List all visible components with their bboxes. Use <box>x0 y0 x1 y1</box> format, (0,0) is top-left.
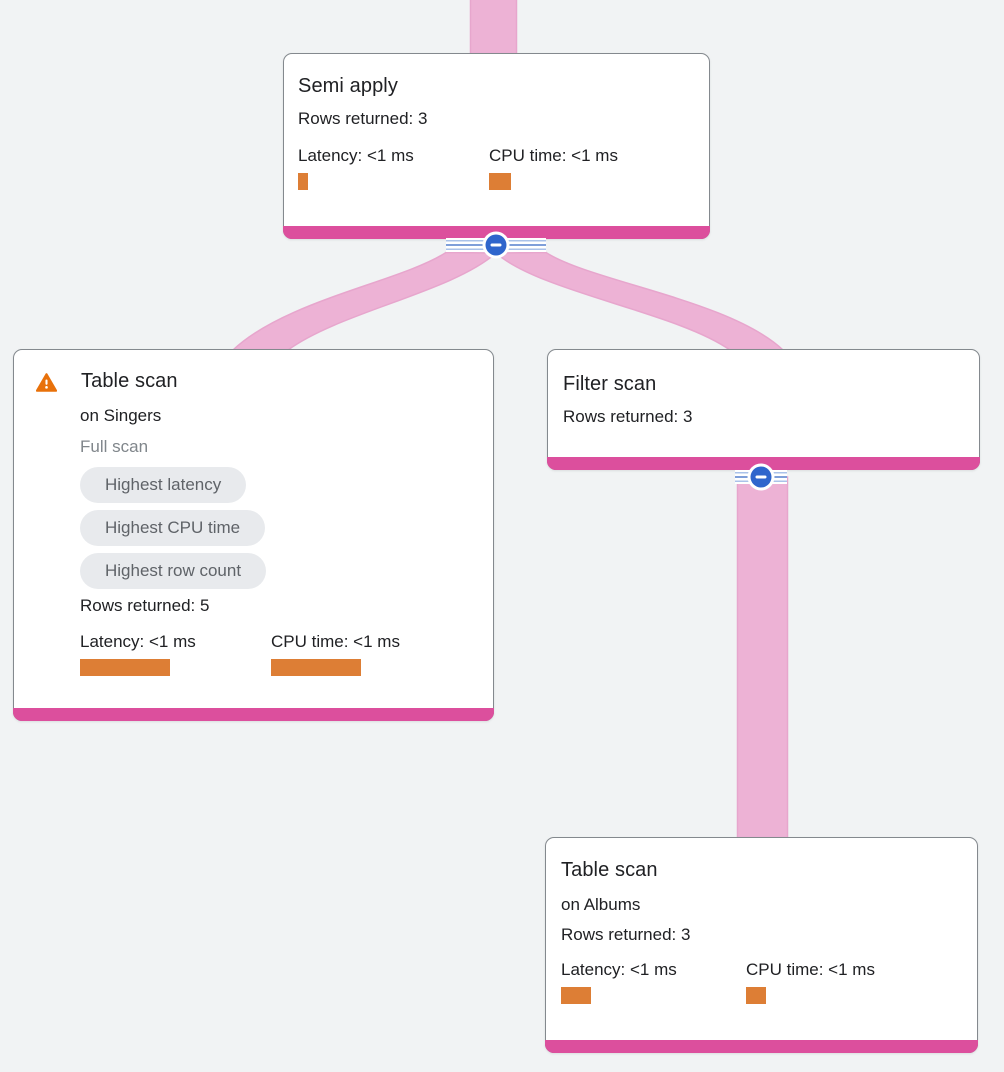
rows-returned: Rows returned: 3 <box>563 407 693 426</box>
edge-into-semi-apply <box>469 0 518 56</box>
rows-returned: Rows returned: 3 <box>561 925 691 944</box>
node-table-scan-albums[interactable]: Table scan on Albums Rows returned: 3 La… <box>545 837 978 1053</box>
metrics-row: Latency: <1 ms CPU time: <1 ms <box>561 960 961 1004</box>
edge-semi-apply-to-table-scan-singers <box>231 251 498 351</box>
node-table-scan-singers[interactable]: Table scan on Singers Full scan Highest … <box>13 349 494 721</box>
minus-in-circle-icon <box>747 463 775 491</box>
rows-returned: Rows returned: 5 <box>80 596 210 615</box>
badge-highest-latency: Highest latency <box>80 467 247 503</box>
node-semi-apply[interactable]: Semi apply Rows returned: 3 Latency: <1 … <box>283 53 710 239</box>
latency-bar <box>561 987 591 1004</box>
scan-target: on Albums <box>561 895 641 914</box>
node-title: Filter scan <box>563 373 657 395</box>
latency-label: Latency: <1 ms <box>561 960 677 979</box>
cpu-bar <box>746 987 766 1004</box>
latency-metric: Latency: <1 ms <box>561 960 746 1004</box>
node-filter-scan[interactable]: Filter scan Rows returned: 3 <box>547 349 980 470</box>
rows-returned: Rows returned: 3 <box>298 109 428 128</box>
cpu-bar <box>271 659 361 676</box>
node-footer-bar <box>545 1040 978 1053</box>
node-title: Table scan <box>81 370 178 392</box>
minus-in-circle-icon <box>482 231 510 259</box>
collapse-button-filter-scan[interactable] <box>735 463 787 498</box>
latency-bar <box>80 659 170 676</box>
cpu-label: CPU time: <1 ms <box>271 632 400 651</box>
latency-label: Latency: <1 ms <box>80 632 196 651</box>
cpu-metric: CPU time: <1 ms <box>489 146 680 190</box>
edge-filter-scan-to-table-scan-albums <box>736 476 789 840</box>
badge-highest-cpu-time: Highest CPU time <box>80 510 266 546</box>
metrics-row: Latency: <1 ms CPU time: <1 ms <box>298 146 693 190</box>
latency-label: Latency: <1 ms <box>298 146 414 165</box>
metrics-row: Latency: <1 ms CPU time: <1 ms <box>80 632 477 676</box>
node-title: Table scan <box>561 859 658 881</box>
cpu-metric: CPU time: <1 ms <box>746 960 931 1004</box>
latency-bar <box>298 173 308 190</box>
node-footer-bar <box>13 708 494 721</box>
badge-highest-row-count: Highest row count <box>80 553 267 589</box>
cpu-metric: CPU time: <1 ms <box>271 632 462 676</box>
badge-list: Highest latency Highest CPU time Highest… <box>80 467 477 589</box>
scan-target: on Singers <box>80 406 162 425</box>
node-title: Semi apply <box>298 75 398 97</box>
latency-metric: Latency: <1 ms <box>298 146 489 190</box>
cpu-bar <box>489 173 511 190</box>
collapse-button-semi-apply[interactable] <box>446 231 546 266</box>
scan-type: Full scan <box>80 437 149 456</box>
latency-metric: Latency: <1 ms <box>80 632 271 676</box>
edge-semi-apply-to-filter-scan <box>494 251 785 351</box>
cpu-label: CPU time: <1 ms <box>746 960 875 979</box>
cpu-label: CPU time: <1 ms <box>489 146 618 165</box>
warning-icon <box>36 372 57 392</box>
